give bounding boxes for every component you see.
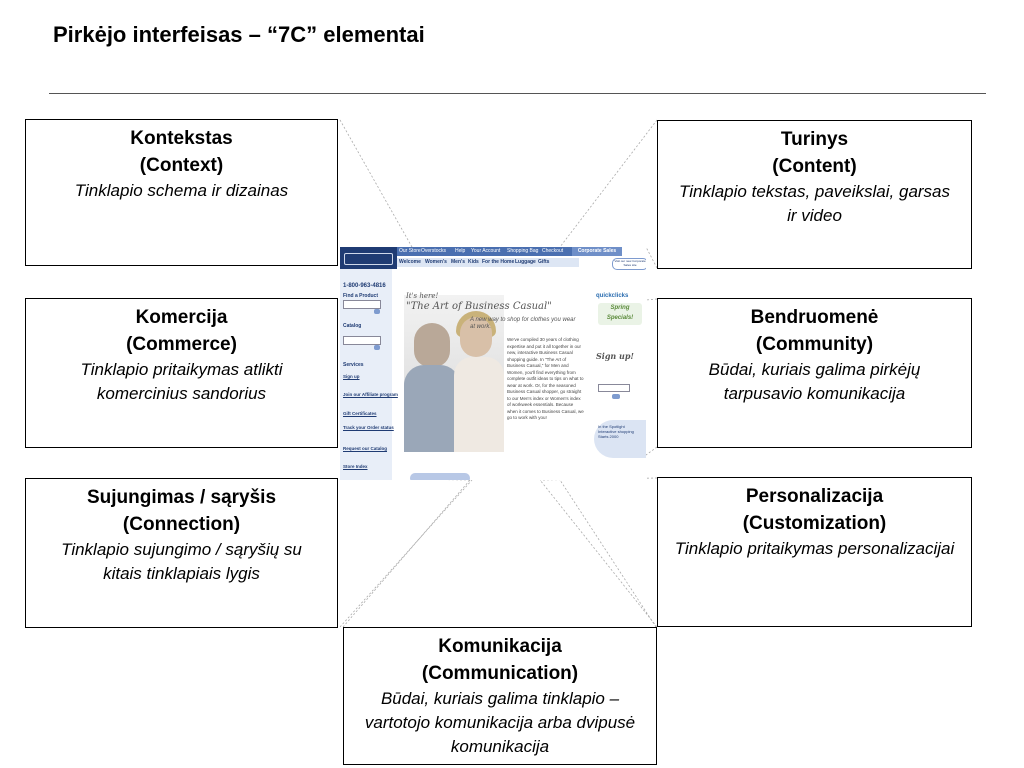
site-sidebar: 1-800-963-4816 Find a Product Catalog Se… [340, 269, 398, 480]
site-top-nav-item[interactable]: Our Store [399, 248, 421, 254]
connector-connection-b [339, 479, 473, 628]
store-logo [340, 247, 397, 269]
catalog-go-button[interactable] [374, 345, 380, 350]
box-communication-desc: Būdai, kuriais galima tinklapio – vartot… [364, 689, 636, 756]
connector-communication-b [559, 479, 657, 628]
connector-context-a [339, 119, 413, 248]
box-commerce-title: Komercija [135, 307, 228, 328]
site-top-nav-item[interactable]: Shopping Bag [507, 248, 539, 254]
site-sub-nav-item[interactable]: Welcome [399, 259, 421, 265]
site-phone: 1-800-963-4816 [343, 283, 386, 289]
box-customization: Personalizacija (Customization) Tinklapi… [657, 477, 972, 627]
connector-content-a [559, 119, 658, 248]
box-community-title: Bendruomenė [750, 307, 879, 328]
quickclicks-label[interactable]: quickclicks [596, 293, 629, 299]
title-divider [49, 93, 986, 94]
find-go-button[interactable] [374, 309, 380, 314]
bottom-pill [410, 473, 470, 480]
hero-heading: "The Art of Business Casual" [406, 301, 552, 312]
site-sub-nav-item[interactable]: Women's [425, 259, 447, 265]
box-communication: Komunikacija (Communication) Būdai, kuri… [343, 627, 657, 765]
box-commerce-title-en: (Commerce) [126, 334, 237, 355]
slide-title: Pirkėjo interfeisas – “7C” elementai [53, 22, 425, 47]
site-top-nav: Our Store Overstocks Help Your Account S… [397, 247, 622, 256]
hero-tagline: It's here! [406, 292, 439, 300]
hero-subheading: A new way to shop for clothes you wear a… [470, 317, 576, 330]
box-content: Turinys (Content) Tinklapio tekstas, pav… [657, 120, 972, 269]
catalog-input[interactable] [343, 336, 381, 345]
site-sidebar-item[interactable]: Join our Affiliate program [343, 392, 398, 397]
site-top-nav-item[interactable]: Your Account [471, 248, 501, 254]
box-connection: Sujungimas / sąryšis (Connection) Tinkla… [25, 478, 338, 628]
site-sub-nav: Welcome Women's Men's Kids For the Home … [397, 258, 579, 267]
site-sub-nav-item[interactable]: Kids [468, 259, 479, 265]
box-community-title-en: (Community) [755, 334, 874, 355]
box-commerce: Komercija (Commerce) Tinklapio pritaikym… [25, 298, 338, 448]
site-top-nav-item[interactable]: Help [455, 248, 466, 254]
box-commerce-desc: Tinklapio pritaikymas atlikti komerciniu… [80, 360, 283, 403]
box-content-title: Turinys [780, 129, 849, 150]
box-communication-title: Komunikacija [438, 636, 562, 657]
email-input[interactable] [598, 384, 630, 392]
site-top-nav-item[interactable]: Overstocks [421, 248, 447, 254]
box-content-desc: Tinklapio tekstas, paveikslai, garsas ir… [678, 182, 951, 225]
box-customization-title-en: (Customization) [742, 513, 887, 534]
box-context-title-en: (Context) [139, 155, 224, 176]
site-sidebar-item[interactable]: Find a Product [343, 293, 378, 299]
box-context-title: Kontekstas [130, 128, 233, 149]
site-sidebar-item[interactable]: Gift Certificates [343, 411, 377, 416]
box-context: Kontekstas (Context) Tinklapio schema ir… [25, 119, 338, 266]
hero-body-text: We've compiled 30 years of clothing expe… [507, 337, 584, 420]
spring-specials-banner[interactable]: Spring Specials! [598, 303, 642, 325]
site-sidebar-item[interactable]: Request our Catalog [343, 446, 388, 451]
site-sidebar-item[interactable]: Sign up [343, 374, 360, 379]
site-sidebar-item[interactable]: Store Index [343, 464, 368, 469]
hero-photo [404, 295, 504, 452]
connector-community-a [645, 298, 658, 301]
corporate-sales-tab[interactable]: Corporate Sales [572, 247, 622, 256]
box-customization-title: Personalizacija [745, 486, 884, 507]
box-customization-desc: Tinklapio pritaikymas personalizacijai [674, 539, 955, 558]
box-connection-title-en: (Connection) [122, 514, 241, 535]
box-communication-title-en: (Communication) [421, 663, 579, 684]
site-top-nav-item[interactable]: Checkout [542, 248, 564, 254]
signup-label: Sign up! [596, 351, 634, 361]
box-community: Bendruomenė (Community) Būdai, kuriais g… [657, 298, 972, 448]
site-sidebar-item: Services [343, 362, 364, 368]
box-content-title-en: (Content) [772, 156, 857, 177]
site-sidebar-item[interactable]: Catalog [343, 323, 362, 329]
site-sub-nav-item[interactable]: Gifts [538, 259, 550, 265]
site-sidebar-item[interactable]: Track your Order status [343, 425, 394, 430]
site-right-column: quickclicks Spring Specials! Sign up! [592, 291, 646, 456]
visit-corporate-link[interactable]: Visit our new Corporate Sales site [612, 258, 646, 270]
box-context-desc: Tinklapio schema ir dizainas [74, 181, 289, 200]
site-sub-nav-item[interactable]: Luggage [515, 259, 536, 265]
website-screenshot: Our Store Overstocks Help Your Account S… [340, 247, 646, 480]
connector-content-b [645, 246, 658, 269]
site-sub-nav-item[interactable]: For the Home [482, 259, 515, 265]
site-sub-nav-item[interactable]: Men's [451, 259, 465, 265]
spotlight-banner[interactable]: In the Spotlight Interactive shopping St… [594, 420, 646, 458]
connector-community-b [645, 446, 658, 456]
box-connection-desc: Tinklapio sujungimo / sąryšių su kitais … [61, 540, 302, 583]
box-community-desc: Būdai, kuriais galima pirkėjų tarpusavio… [708, 360, 921, 403]
connector-customization-b [539, 479, 658, 628]
box-connection-title: Sujungimas / sąryšis [86, 487, 277, 508]
find-product-input[interactable] [343, 300, 381, 309]
signup-go-button[interactable] [612, 394, 620, 399]
connector-communication-a [342, 479, 471, 628]
